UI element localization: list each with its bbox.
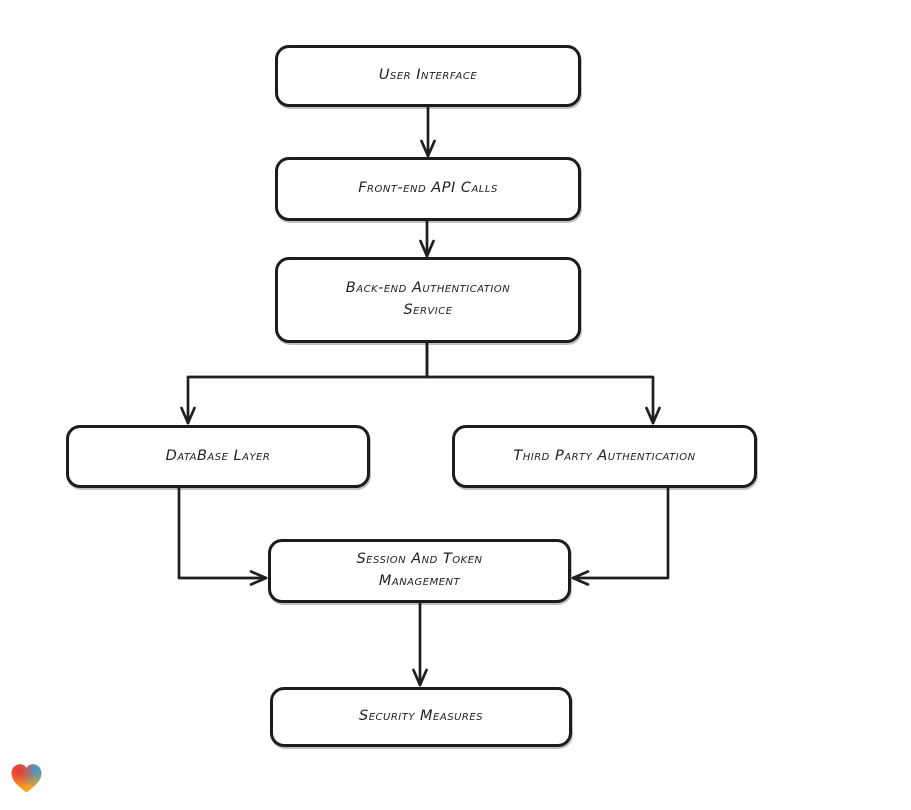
arrowhead-icon: [645, 406, 661, 425]
node-label-line: Back-end Authentication: [345, 280, 511, 297]
node-label-line: Security Measures: [359, 708, 483, 725]
node-label: Third Party Authentication: [513, 446, 695, 468]
node-label: Security Measures: [359, 706, 483, 728]
node-security-measures: Security Measures: [270, 687, 572, 747]
arrowhead-icon: [571, 570, 590, 586]
arrowhead-icon: [420, 139, 436, 158]
node-label-line: Management: [378, 573, 461, 589]
node-database-layer: DataBase Layer: [66, 425, 370, 488]
arrowhead-icon: [412, 668, 428, 687]
arrowhead-icon: [249, 570, 268, 586]
node-front-end-api-calls: Front-end API Calls: [275, 157, 581, 221]
node-label-line: Session And Token: [356, 551, 483, 568]
node-label-line: Service: [403, 302, 453, 318]
node-user-interface: User Interface: [275, 45, 581, 107]
arrowhead-icon: [419, 239, 435, 258]
node-label-line: Third Party Authentication: [513, 447, 696, 464]
heart-logo-icon: [10, 763, 43, 794]
node-label-line: User Interface: [378, 67, 478, 84]
edge-back-end-auth-service-to-database-layer: [186, 341, 429, 425]
edge-third-party-authentication-to-session-token-management: [571, 486, 670, 580]
arrowhead-icon: [180, 406, 196, 425]
node-third-party-authentication: Third Party Authentication: [452, 425, 757, 488]
edge-database-layer-to-session-token-management: [177, 486, 268, 580]
node-label-line: Front-end API Calls: [358, 180, 498, 197]
node-label: DataBase Layer: [166, 446, 271, 468]
node-label: User Interface: [379, 65, 477, 87]
edge-back-end-auth-service-to-third-party-authentication: [425, 341, 655, 425]
node-label-line: DataBase Layer: [165, 447, 271, 464]
node-label: Front-end API Calls: [358, 178, 498, 200]
